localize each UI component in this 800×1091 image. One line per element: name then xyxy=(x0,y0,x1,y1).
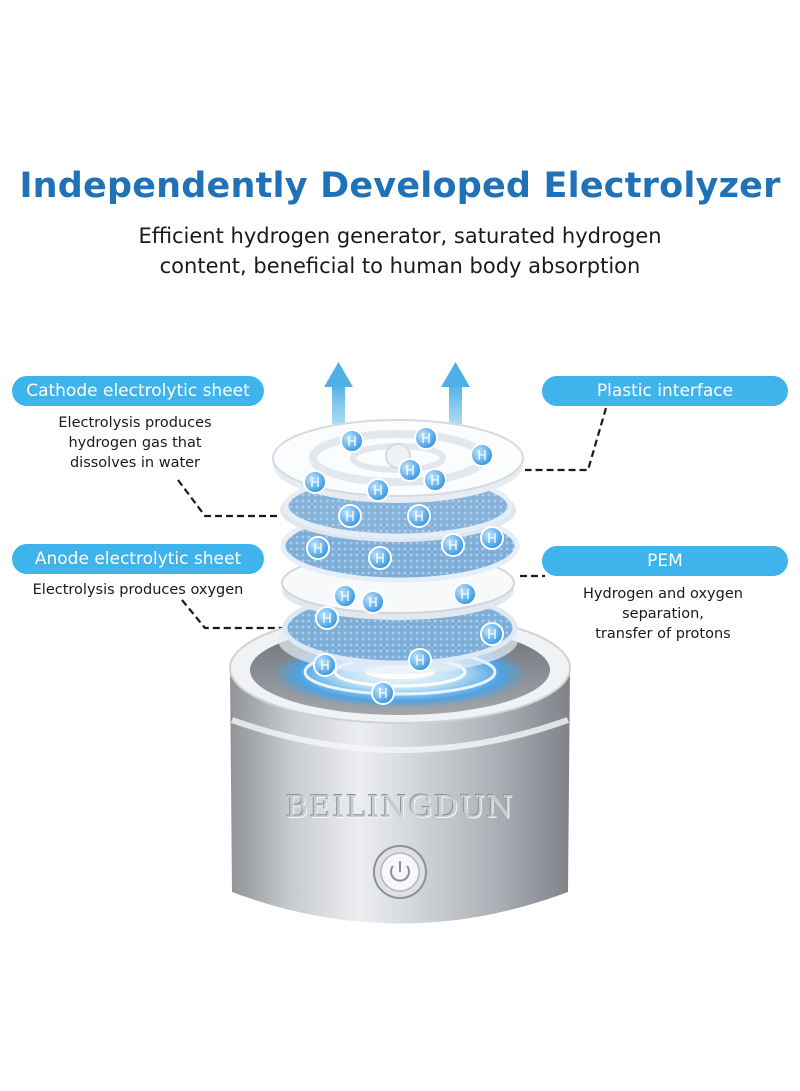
hydrogen-bubble-icon: H xyxy=(371,681,395,705)
pem-desc-line: transfer of protons xyxy=(595,626,731,642)
hydrogen-symbol: H xyxy=(322,612,332,627)
page-title: Independently Developed Electrolyzer xyxy=(19,166,781,206)
hydrogen-symbol: H xyxy=(340,590,350,605)
hydrogen-symbol: H xyxy=(313,542,323,557)
hydrogen-symbol: H xyxy=(405,464,415,479)
anode-description: Electrolysis produces oxygen xyxy=(12,580,264,600)
hydrogen-bubble-icon: H xyxy=(338,504,362,528)
pem-desc-line: separation, xyxy=(622,606,704,622)
pem-description: Hydrogen and oxygen separation, transfer… xyxy=(548,584,778,644)
hydrogen-symbol: H xyxy=(368,596,378,611)
hydrogen-symbol: H xyxy=(415,654,425,669)
cathode-description: Electrolysis produces hydrogen gas that … xyxy=(30,413,240,473)
hydrogen-symbol: H xyxy=(378,687,388,702)
hydrogen-bubble-icon: H xyxy=(480,622,504,646)
hydrogen-bubble-icon: H xyxy=(306,536,330,560)
hydrogen-bubble-icon: H xyxy=(361,590,385,614)
hydrogen-symbol: H xyxy=(375,552,385,567)
cathode-label: Cathode electrolytic sheet xyxy=(12,376,264,406)
hydrogen-symbol: H xyxy=(421,432,431,447)
hydrogen-bubble-icon: H xyxy=(303,470,327,494)
hydrogen-symbol: H xyxy=(460,588,470,603)
hydrogen-symbol: H xyxy=(487,628,497,643)
hydrogen-bubble-icon: H xyxy=(313,653,337,677)
hydrogen-symbol: H xyxy=(430,474,440,489)
hydrogen-bubble-icon: H xyxy=(398,458,422,482)
hydrogen-symbol: H xyxy=(347,435,357,450)
hydrogen-symbol: H xyxy=(414,510,424,525)
hydrogen-bubble-icon: H xyxy=(340,429,364,453)
hydrogen-symbol: H xyxy=(487,532,497,547)
hydrogen-bubble-icon: H xyxy=(366,478,390,502)
subtitle-line-1: Efficient hydrogen generator, saturated … xyxy=(138,224,662,248)
pem-label: PEM xyxy=(542,546,788,576)
hydrogen-bubble-icon: H xyxy=(453,582,477,606)
hydrogen-bubble-icon: H xyxy=(368,546,392,570)
anode-label: Anode electrolytic sheet xyxy=(12,544,264,574)
hydrogen-symbol: H xyxy=(310,476,320,491)
hydrogen-bubble-icon: H xyxy=(441,533,465,557)
hydrogen-symbol: H xyxy=(373,484,383,499)
hydrogen-bubble-icon: H xyxy=(333,584,357,608)
hydrogen-symbol: H xyxy=(320,659,330,674)
power-button-icon[interactable] xyxy=(373,845,427,899)
hydrogen-bubble-icon: H xyxy=(423,468,447,492)
hydrogen-symbol: H xyxy=(345,510,355,525)
cathode-desc-line: dissolves in water xyxy=(69,455,201,471)
hydrogen-bubble-icon: H xyxy=(315,606,339,630)
hydrogen-bubble-icon: H xyxy=(480,526,504,550)
cathode-desc-line: hydrogen gas that xyxy=(68,435,202,451)
pem-desc-line: Hydrogen and oxygen xyxy=(583,586,743,602)
subtitle-line-2: content, beneficial to human body absorp… xyxy=(159,254,641,278)
hydrogen-bubble-icon: H xyxy=(414,426,438,450)
hydrogen-bubble-icon: H xyxy=(408,648,432,672)
hydrogen-symbol: H xyxy=(448,539,458,554)
plastic-interface-label: Plastic interface xyxy=(542,376,788,406)
brand-logo: BEILINGDUN xyxy=(285,790,515,825)
hydrogen-bubble-icon: H xyxy=(407,504,431,528)
hydrogen-symbol: H xyxy=(477,449,487,464)
leader-lines xyxy=(177,407,608,630)
cathode-desc-line: Electrolysis produces xyxy=(58,415,212,431)
anode-desc-line: Electrolysis produces oxygen xyxy=(32,582,244,598)
hydrogen-bubble-icon: H xyxy=(470,443,494,467)
